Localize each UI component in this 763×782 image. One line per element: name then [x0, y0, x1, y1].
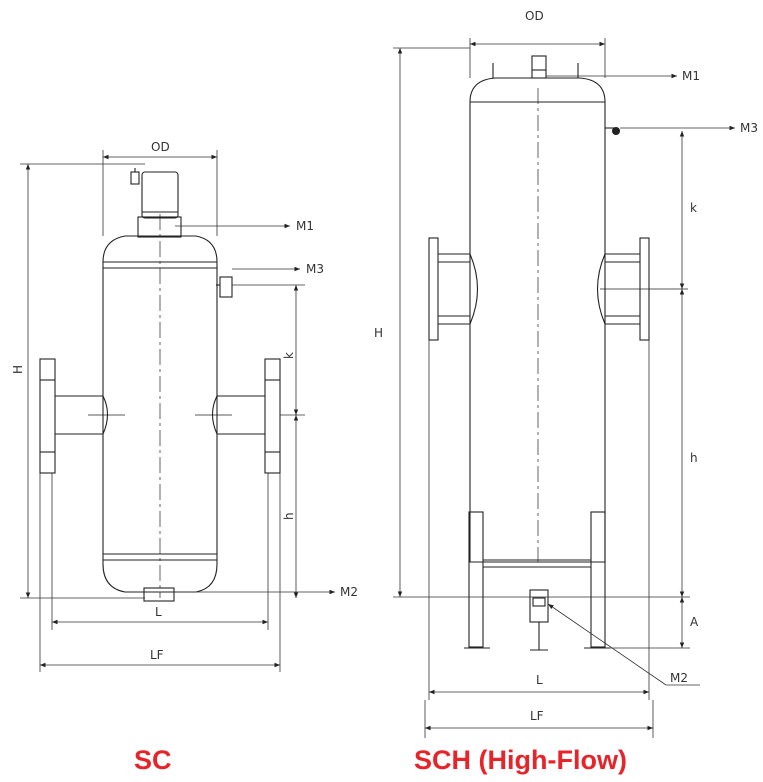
sc-h-label: h: [282, 512, 296, 520]
sc-od-label: OD: [151, 140, 170, 154]
sc-inlet-nozzle: [39, 358, 109, 474]
sc-labels: OD M1 M3 M2 H k h L LF: [11, 140, 358, 662]
sch-l-label: L: [536, 673, 543, 687]
sch-h-label: h: [690, 451, 698, 465]
sch-m1-label: M1: [682, 69, 700, 83]
sc-drawing: [39, 168, 281, 602]
sc-dimensions: [20, 150, 335, 672]
sc-m1-label: M1: [296, 219, 314, 233]
sch-od-label: OD: [525, 9, 544, 23]
sc-m2-label: M2: [340, 585, 358, 599]
sch-legs: [464, 511, 610, 649]
sch-a-label: A: [690, 615, 699, 629]
sc-k-label: k: [282, 352, 296, 359]
sch-labels: OD M1 M3 H k h A M2 L LF: [374, 9, 758, 723]
sc-vessel: [102, 235, 218, 593]
sc-outlet-nozzle: [211, 358, 281, 474]
sch-m2-label: M2: [670, 671, 688, 685]
sch-vessel: [469, 77, 606, 563]
sc-drain: [143, 587, 175, 602]
sc-m3-label: M3: [306, 262, 324, 276]
sc-lf-label: LF: [150, 648, 164, 662]
sch-inlet-nozzle: [428, 237, 478, 341]
sch-caption: SCH (High-Flow): [414, 745, 627, 775]
sc-caption: SC: [134, 745, 172, 775]
sch-dimensions: [393, 38, 735, 738]
sch-m3-label: M3: [740, 121, 758, 135]
sch-h-total-label: H: [374, 326, 383, 340]
sc-l-label: L: [155, 605, 162, 619]
sc-h-total-label: H: [11, 365, 25, 374]
sch-k-label: k: [690, 201, 697, 215]
sch-drain: [529, 589, 549, 651]
sch-lf-label: LF: [530, 709, 544, 723]
sch-air-vent: [492, 55, 579, 79]
sc-air-vent: [130, 168, 182, 238]
sc-m3-port: [219, 276, 233, 298]
